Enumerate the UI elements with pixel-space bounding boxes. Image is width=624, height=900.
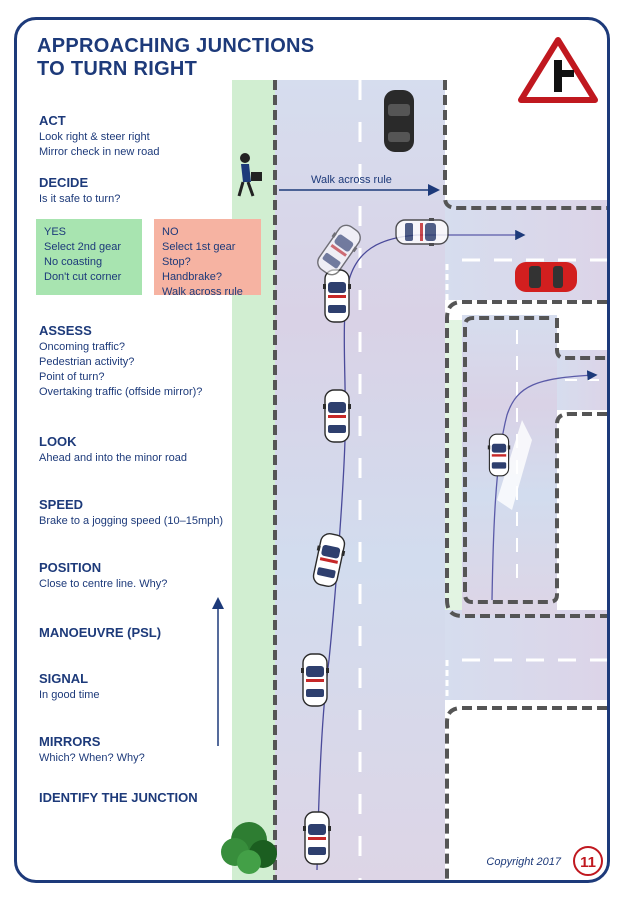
no-line-3: Stop? Handbrake? bbox=[162, 256, 222, 283]
title-line-2: TO TURN RIGHT bbox=[37, 58, 198, 80]
speed-heading: SPEED bbox=[39, 497, 84, 512]
assess-line-3: Point of turn? bbox=[39, 371, 105, 383]
black-car bbox=[384, 90, 414, 152]
warning-triangle-sign bbox=[518, 37, 598, 103]
car-position-5 bbox=[322, 269, 352, 323]
mirrors-section: MIRRORS Which? When? Why? bbox=[39, 734, 259, 766]
yes-line-1: YES bbox=[44, 226, 67, 238]
tree-icon bbox=[221, 822, 277, 874]
signal-line-1: In good time bbox=[39, 689, 100, 701]
title-line-1: APPROACHING JUNCTIONS bbox=[37, 35, 315, 57]
position-section: POSITION Close to centre line. Why? bbox=[39, 560, 259, 592]
no-box: NO Select 1st gear Stop? Handbrake? Walk… bbox=[154, 219, 261, 298]
position-line-1: Close to centre line. Why? bbox=[39, 578, 168, 590]
assess-line-4: Overtaking traffic (offside mirror)? bbox=[39, 386, 203, 398]
mirrors-heading: MIRRORS bbox=[39, 734, 101, 749]
act-section: ACT Look right & steer right Mirror chec… bbox=[39, 113, 259, 160]
yes-line-4: Don't cut corner bbox=[44, 271, 122, 283]
identify-section: IDENTIFY THE JUNCTION bbox=[39, 790, 279, 807]
car-position-1 bbox=[302, 811, 332, 865]
yes-line-2: Select 2nd gear bbox=[44, 241, 122, 253]
car-position-2 bbox=[300, 653, 330, 707]
decide-line-1: Is it safe to turn? bbox=[39, 193, 121, 205]
assess-line-2: Pedestrian activity? bbox=[39, 356, 135, 368]
road-diagram bbox=[212, 37, 607, 880]
signal-section: SIGNAL In good time bbox=[39, 671, 259, 703]
act-heading: ACT bbox=[39, 113, 66, 128]
hatched-area bbox=[497, 420, 532, 510]
assess-line-1: Oncoming traffic? bbox=[39, 341, 126, 353]
mirrors-line-1: Which? When? Why? bbox=[39, 752, 145, 764]
no-line-1: NO bbox=[162, 226, 179, 238]
car-inner-road bbox=[487, 433, 511, 477]
manoeuvre-heading: MANOEUVRE (PSL) bbox=[39, 625, 162, 640]
no-line-4: Walk across rule bbox=[162, 286, 243, 298]
yes-line-3: No coasting bbox=[44, 256, 103, 268]
look-heading: LOOK bbox=[39, 434, 77, 449]
no-line-2: Select 1st gear bbox=[162, 241, 236, 253]
page-frame: APPROACHING JUNCTIONS TO TURN RIGHT ACT … bbox=[14, 17, 610, 883]
decide-heading: DECIDE bbox=[39, 175, 89, 190]
yes-box: YES Select 2nd gear No coasting Don't cu… bbox=[36, 219, 142, 295]
pedestrian-icon bbox=[237, 153, 262, 197]
walk-across-label: Walk across rule bbox=[311, 174, 392, 186]
look-section: LOOK Ahead and into the minor road bbox=[39, 434, 259, 466]
car-turned-ghost bbox=[395, 217, 449, 247]
speed-line-1: Brake to a jogging speed (10–15mph) bbox=[39, 515, 224, 527]
decide-section: DECIDE Is it safe to turn? bbox=[39, 175, 259, 207]
assess-section: ASSESS Oncoming traffic? Pedestrian acti… bbox=[39, 323, 259, 400]
assess-heading: ASSESS bbox=[39, 323, 92, 338]
signal-heading: SIGNAL bbox=[39, 671, 89, 686]
look-line-1: Ahead and into the minor road bbox=[39, 452, 187, 464]
copyright-text: Copyright 2017 bbox=[486, 856, 561, 868]
red-car bbox=[515, 262, 577, 292]
page-title: APPROACHING JUNCTIONS TO TURN RIGHT bbox=[37, 35, 314, 81]
identify-heading: IDENTIFY THE JUNCTION bbox=[39, 790, 198, 805]
act-line-2: Mirror check in new road bbox=[39, 146, 160, 158]
act-line-1: Look right & steer right bbox=[39, 131, 150, 143]
position-heading: POSITION bbox=[39, 560, 102, 575]
page-number: 11 bbox=[573, 846, 603, 876]
manoeuvre-section: MANOEUVRE (PSL) bbox=[39, 625, 259, 642]
car-position-4 bbox=[322, 389, 352, 443]
speed-section: SPEED Brake to a jogging speed (10–15mph… bbox=[39, 497, 259, 529]
